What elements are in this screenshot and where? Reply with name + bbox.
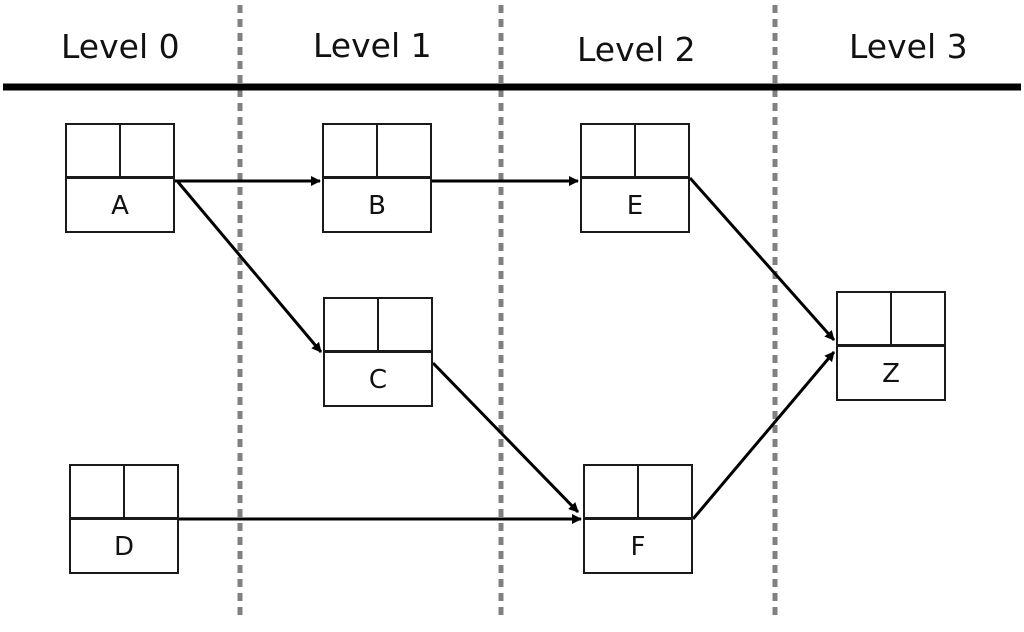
node-label: E	[626, 191, 644, 221]
level-label-3: Level 3	[849, 27, 968, 66]
node-label: A	[111, 191, 129, 221]
node-cell	[71, 466, 125, 520]
node-cell	[324, 125, 378, 179]
node-label: B	[368, 191, 386, 221]
edge-a-c	[176, 181, 323, 353]
node-cell	[582, 125, 636, 179]
node-label: D	[113, 532, 135, 562]
node-cell	[119, 125, 173, 179]
edge-e-z	[688, 177, 836, 341]
node-cell	[890, 293, 944, 347]
node-cell	[585, 466, 639, 520]
node-cell	[376, 125, 430, 179]
edge-c-f	[431, 361, 580, 514]
level-label-1: Level 1	[313, 26, 432, 65]
node-e: E	[580, 123, 690, 233]
level-label-2: Level 2	[577, 30, 696, 69]
node-cell	[67, 125, 121, 179]
node-cell	[634, 125, 688, 179]
node-label: C	[368, 365, 388, 395]
level-label-0: Level 0	[61, 27, 180, 66]
node-cell	[123, 466, 177, 520]
node-z: Z	[836, 291, 946, 401]
node-b: B	[322, 123, 432, 233]
node-f: F	[583, 464, 693, 574]
node-label: F	[630, 532, 646, 562]
node-cell	[377, 299, 431, 353]
node-cell	[838, 293, 892, 347]
node-cell	[325, 299, 379, 353]
node-cell	[637, 466, 691, 520]
node-d: D	[69, 464, 179, 574]
node-label: Z	[882, 359, 900, 389]
node-a: A	[65, 123, 175, 233]
edge-f-z	[691, 351, 836, 520]
node-c: C	[323, 297, 433, 407]
